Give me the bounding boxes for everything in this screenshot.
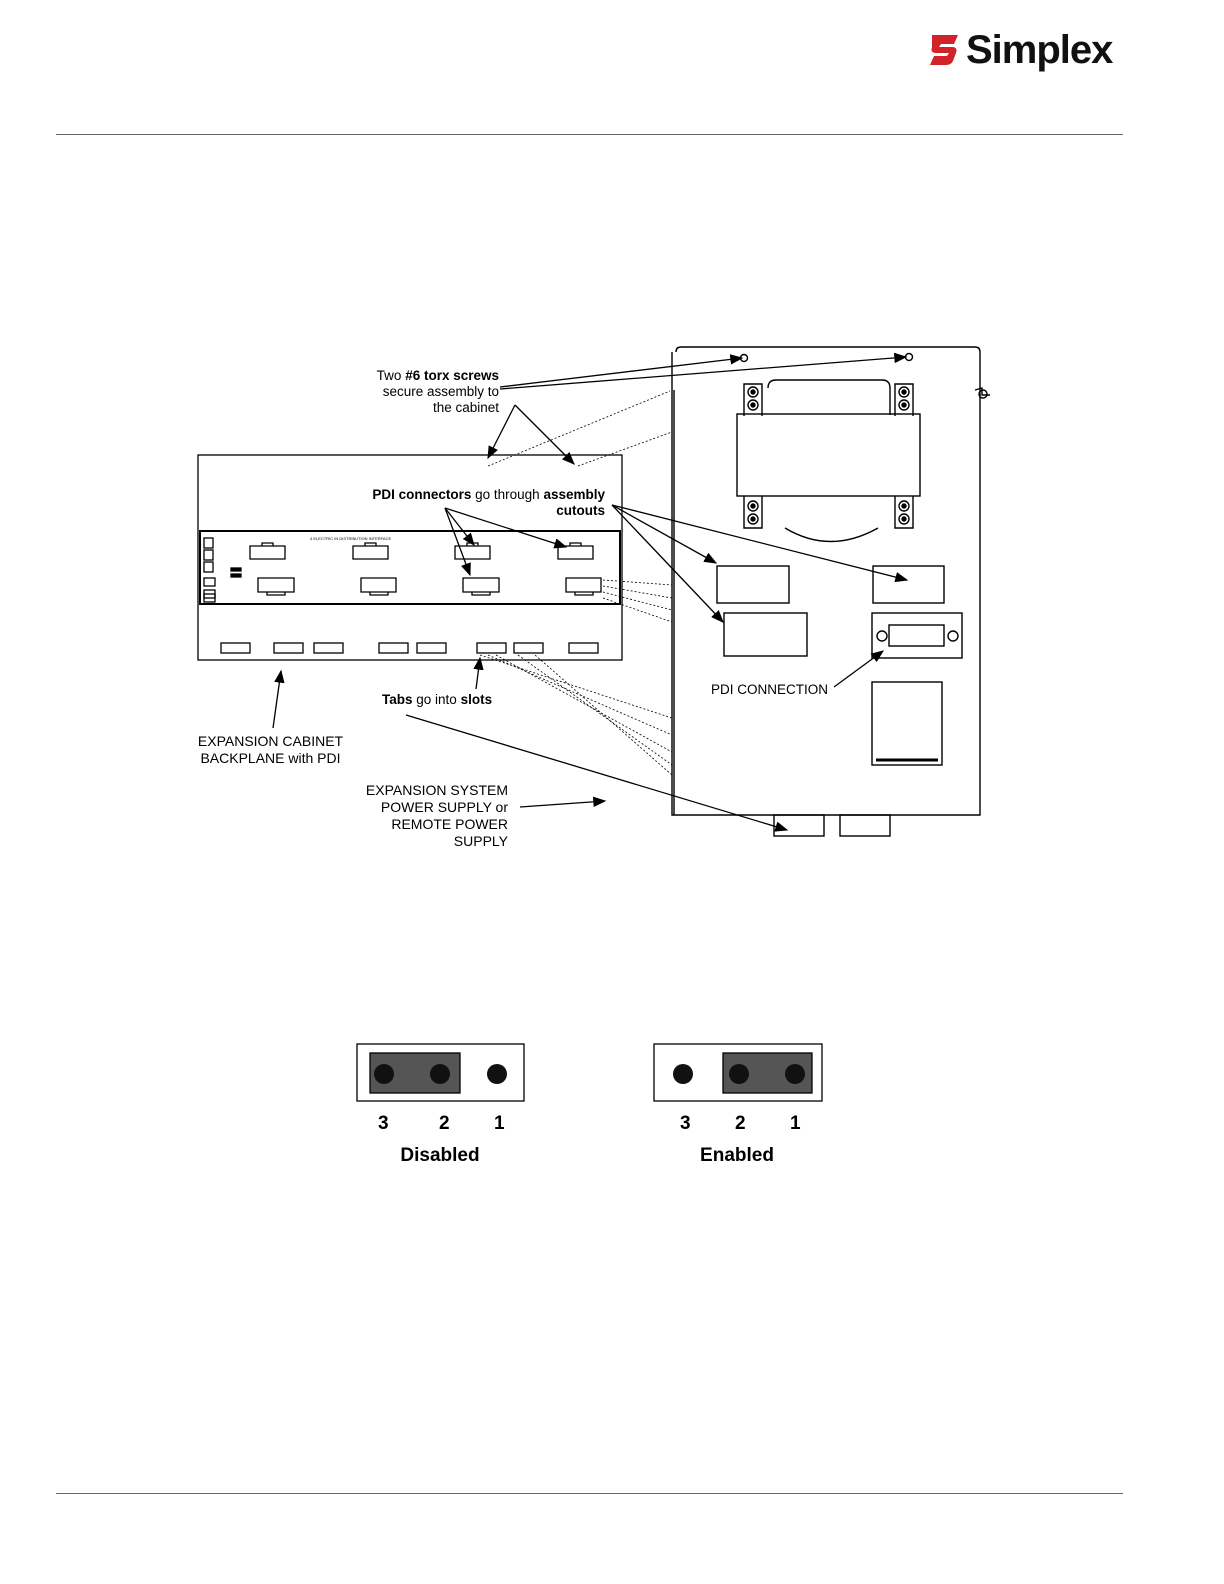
enabled-caption: Enabled xyxy=(677,1145,797,1167)
torx-screws-callout: Two #6 torx screws secure assembly to th… xyxy=(340,368,499,416)
disabled-caption: Disabled xyxy=(380,1145,500,1167)
enabled-pin-2: 2 xyxy=(735,1113,746,1135)
tabs-slots-callout: Tabs go into slots xyxy=(382,692,492,708)
enabled-pin-1: 1 xyxy=(790,1113,801,1135)
svg-text:4 ELECTRIC IN DISTRIBUTION INT: 4 ELECTRIC IN DISTRIBUTION INTERFACE xyxy=(310,536,391,541)
pdi-connection-label: PDI CONNECTION xyxy=(711,682,828,698)
jumper-disabled xyxy=(357,1044,524,1101)
disabled-pin-2: 2 xyxy=(439,1113,450,1135)
jumper-enabled xyxy=(654,1044,822,1101)
disabled-pin-3: 3 xyxy=(378,1113,389,1135)
backplane-label: EXPANSION CABINET BACKPLANE with PDI xyxy=(188,733,353,767)
enabled-pin-3: 3 xyxy=(680,1113,691,1135)
pdi-connectors-callout: PDI connectors go through assembly cutou… xyxy=(370,487,605,519)
backplane-assembly: 4 ELECTRIC IN DISTRIBUTION INTERFACE xyxy=(198,455,622,660)
power-supply-cabinet xyxy=(672,347,990,836)
projection-lines xyxy=(480,391,672,775)
callout-arrows xyxy=(273,357,907,830)
power-supply-label: EXPANSION SYSTEM POWER SUPPLY or REMOTE … xyxy=(330,782,508,850)
disabled-pin-1: 1 xyxy=(494,1113,505,1135)
